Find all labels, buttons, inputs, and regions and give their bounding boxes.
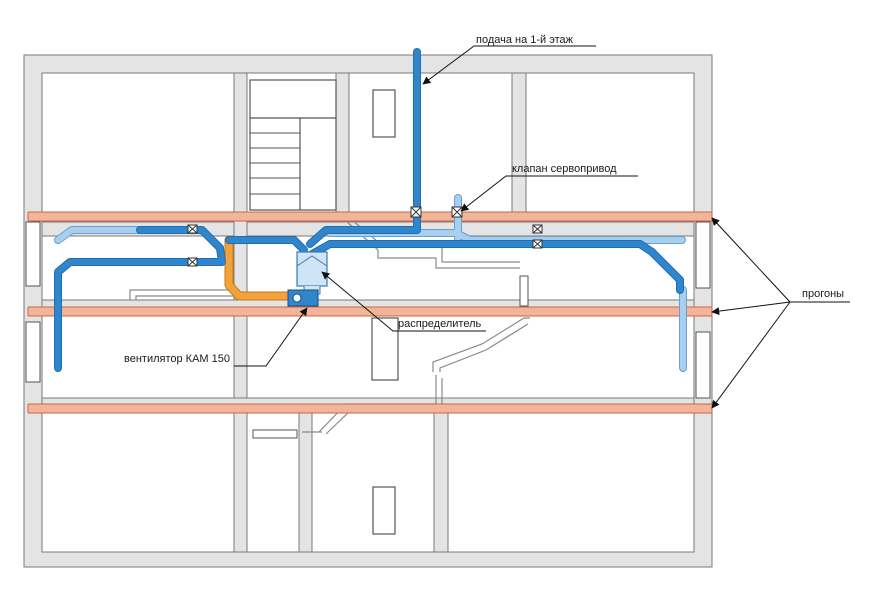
valve-icon bbox=[410, 206, 422, 218]
valve-icon bbox=[451, 206, 463, 218]
fan-duct bbox=[224, 235, 295, 301]
beam-3 bbox=[27, 403, 713, 414]
inner-wall-v2 bbox=[335, 72, 350, 234]
inner-wall-v4 bbox=[298, 412, 313, 553]
door-lower bbox=[252, 429, 298, 439]
staircase-box bbox=[249, 79, 337, 211]
inner-wall-v5 bbox=[433, 412, 449, 553]
label-servo-valve: клапан сервопривод bbox=[512, 163, 617, 175]
stair-steps bbox=[250, 132, 300, 195]
shaft-upper bbox=[372, 89, 396, 138]
label-distributor: распределитель bbox=[398, 318, 482, 330]
inner-wall-h2 bbox=[246, 221, 695, 237]
outer-wall bbox=[23, 54, 713, 568]
beam-1 bbox=[27, 211, 713, 222]
leader-distributor bbox=[321, 271, 486, 332]
windows bbox=[25, 221, 711, 399]
labels: подача на 1-й этаж клапан сервопривод пр… bbox=[124, 34, 844, 365]
inner-wall-v3 bbox=[511, 72, 527, 234]
column-small bbox=[519, 275, 529, 307]
shaft-middle bbox=[371, 317, 399, 381]
label-beams: прогоны bbox=[802, 288, 844, 300]
leader-servo-valve bbox=[460, 175, 638, 212]
leader-lines bbox=[234, 45, 850, 409]
valve-icon bbox=[532, 239, 543, 249]
label-fan: вентилятор КАМ 150 bbox=[124, 353, 230, 365]
leader-beams-c bbox=[711, 301, 791, 409]
valves bbox=[187, 206, 543, 267]
valve-icon bbox=[187, 224, 198, 234]
leader-beams-b bbox=[711, 301, 791, 316]
valve-icon bbox=[187, 257, 198, 267]
label-supply-first-floor: подача на 1-й этаж bbox=[476, 34, 574, 46]
leader-fan bbox=[234, 307, 308, 367]
shaft-lower bbox=[372, 486, 396, 535]
fan-icon bbox=[287, 289, 319, 307]
leader-supply bbox=[422, 45, 596, 85]
valve-icon bbox=[532, 224, 543, 234]
leader-beams-a bbox=[711, 217, 791, 303]
staircase bbox=[249, 79, 337, 211]
main-ducts bbox=[54, 48, 684, 372]
